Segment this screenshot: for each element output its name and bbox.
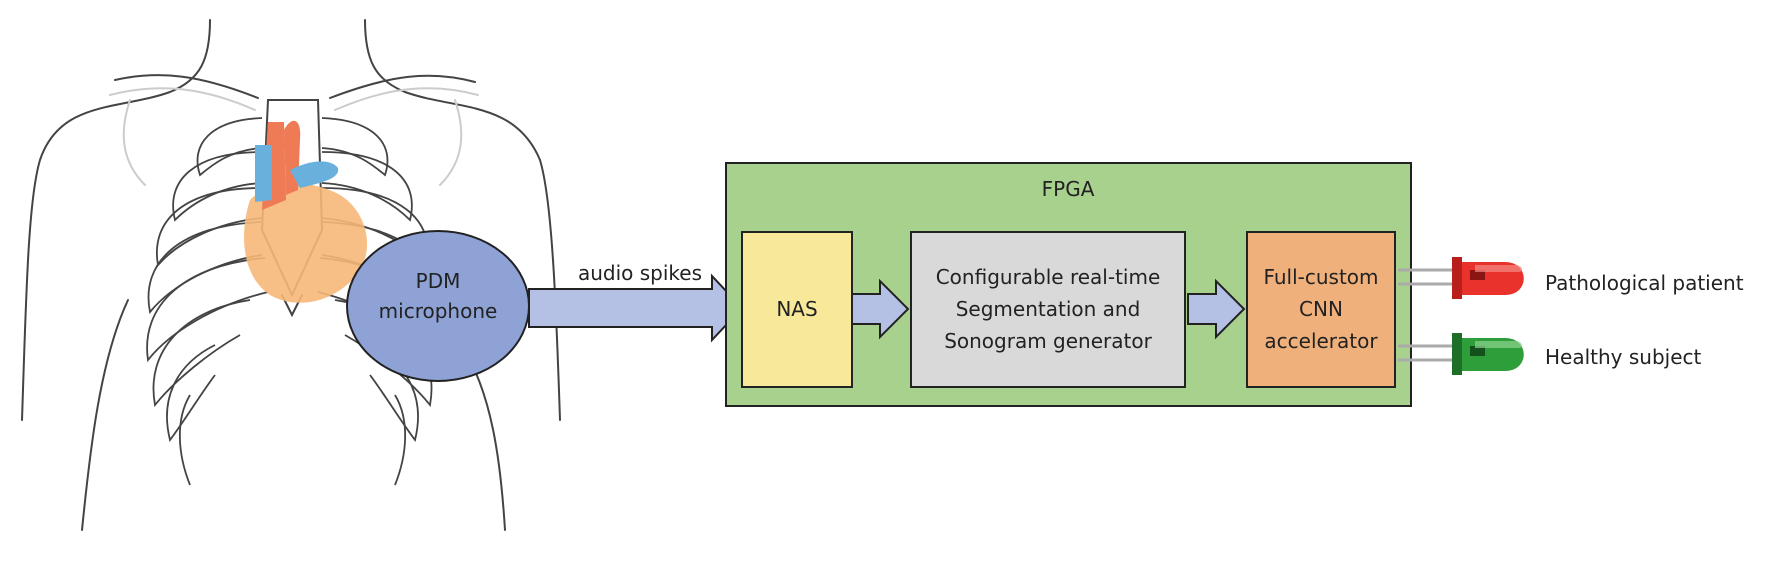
- pathological-label: Pathological patient: [1545, 271, 1744, 295]
- nas-to-segmentation-arrow: [851, 278, 910, 340]
- cnn-block: [1246, 231, 1396, 388]
- segmentation-label-line1: Configurable real-time: [936, 265, 1161, 289]
- nas-label: NAS: [776, 297, 817, 321]
- healthy-label: Healthy subject: [1545, 345, 1702, 369]
- cnn-label-line2: CNN: [1299, 297, 1343, 321]
- body-outline-right: [364, 19, 561, 421]
- microphone-label-line2: microphone: [379, 299, 498, 323]
- segmentation-block: [910, 231, 1186, 388]
- microphone-label-line1: PDM: [416, 269, 461, 293]
- nas-block: [741, 231, 853, 388]
- heart-illustration: [244, 120, 368, 303]
- segmentation-label-line3: Sonogram generator: [944, 329, 1152, 353]
- green-led-icon: [1398, 333, 1524, 375]
- audio-spikes-label: audio spikes: [578, 261, 702, 285]
- cnn-label-line1: Full-custom: [1263, 265, 1378, 289]
- red-led-icon: [1398, 257, 1524, 299]
- ribs-left: [146, 117, 269, 486]
- audio-spikes-arrow: [528, 273, 744, 343]
- cnn-label-line3: accelerator: [1264, 329, 1378, 353]
- segmentation-to-cnn-arrow: [1187, 278, 1246, 340]
- fpga-title: FPGA: [1042, 177, 1095, 201]
- segmentation-label-line2: Segmentation and: [956, 297, 1141, 321]
